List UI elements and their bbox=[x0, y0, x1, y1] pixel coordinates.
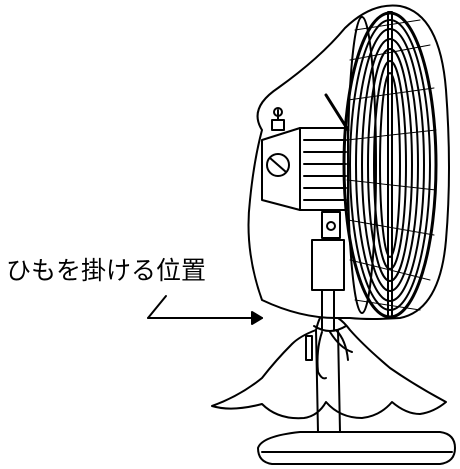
fan-pole bbox=[311, 239, 345, 433]
string-tie bbox=[305, 325, 353, 380]
fan-base bbox=[257, 431, 456, 465]
fan-cover-bag bbox=[211, 4, 450, 420]
callout-leader-line bbox=[147, 295, 263, 325]
string-position-label: ひもを掛ける位置 bbox=[6, 256, 207, 285]
fan-guard bbox=[342, 11, 438, 319]
fan-motor-housing bbox=[261, 93, 350, 239]
